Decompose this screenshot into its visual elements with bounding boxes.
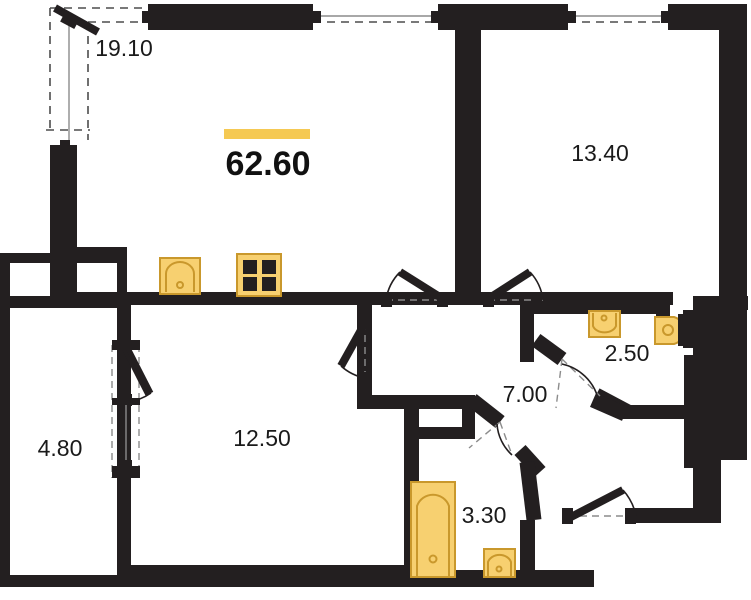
balcony-outline-dashed	[46, 7, 148, 150]
door-bedroom-to-hall	[483, 268, 544, 307]
total-area-accent-bar	[224, 129, 310, 139]
wc-toilet-fixture	[654, 314, 692, 346]
entrance-door	[562, 486, 637, 524]
window-bedroom-top	[431, 4, 576, 30]
door-living-to-hall	[381, 268, 448, 307]
kitchen-sink-fixture	[159, 257, 201, 295]
wc-washbasin-fixture	[588, 310, 621, 338]
loggia-door	[111, 340, 154, 478]
room-area-loggia: 4.80	[38, 435, 83, 461]
total-area-label: 62.60	[225, 145, 310, 183]
door-hall-to-bathroom	[468, 421, 513, 456]
room-area-wc: 2.50	[605, 340, 650, 366]
kitchen-stove-fixture	[236, 253, 282, 297]
window-living-top	[142, 4, 321, 30]
room-area-living-kitchen: 19.10	[95, 35, 153, 61]
balcony-door-top-left	[53, 4, 100, 36]
bathroom-washbasin-fixture	[483, 548, 516, 578]
window-guides-dashed	[313, 15, 668, 23]
bathtub-fixture	[410, 481, 456, 578]
room-area-bedroom: 13.40	[571, 140, 629, 166]
structural-walls	[0, 4, 748, 587]
door-room-12-to-hall	[337, 318, 372, 383]
room-area-second-room: 12.50	[233, 425, 291, 451]
room-area-bathroom: 3.30	[462, 502, 507, 528]
diagonal-walls	[467, 333, 632, 521]
door-hall-to-wc	[555, 358, 601, 409]
room-area-hall: 7.00	[503, 381, 548, 407]
